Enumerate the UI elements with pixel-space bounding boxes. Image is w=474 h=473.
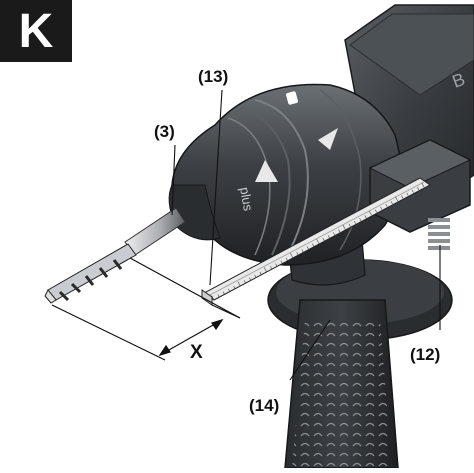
leader-lines xyxy=(171,89,441,381)
lock-mark-icon xyxy=(286,91,298,105)
scale-tick xyxy=(312,243,315,247)
dimension-x xyxy=(51,257,241,361)
arrow-side-icon xyxy=(255,160,278,182)
scale-tick xyxy=(348,223,351,227)
scale-tick xyxy=(211,295,215,301)
drill-bit xyxy=(44,207,186,304)
scale-tick xyxy=(368,210,372,216)
leader-handle xyxy=(289,319,331,381)
chuck-nose xyxy=(168,184,221,241)
scale-tick xyxy=(385,203,388,207)
scale-tick xyxy=(306,246,309,250)
figure-letter-badge: K xyxy=(0,0,72,62)
scale-tick xyxy=(342,224,346,230)
depth-stop-clamp-top xyxy=(368,139,472,189)
leader-bit xyxy=(171,144,176,216)
callout-clamp-button: (12) xyxy=(410,345,441,364)
scale-tick xyxy=(333,232,336,236)
scale-tick xyxy=(296,252,299,255)
dimension-label-x: X xyxy=(190,342,203,363)
scale-tick xyxy=(259,271,262,275)
scale-tick xyxy=(380,206,383,210)
callout-depth-stop: (13) xyxy=(198,67,229,86)
scale-tick xyxy=(280,260,283,264)
arrow-up-icon xyxy=(318,128,338,150)
scale-tick xyxy=(243,280,246,284)
scale-tick xyxy=(233,285,236,289)
depth-stop-scale xyxy=(211,182,425,301)
scale-tick xyxy=(359,218,362,222)
scale-tick xyxy=(217,294,220,298)
scale-tick xyxy=(249,277,252,281)
scale-tick xyxy=(316,238,320,244)
scale-tick xyxy=(327,235,330,238)
scale-tick xyxy=(390,201,393,205)
scale-tick xyxy=(285,257,288,261)
scale-tick xyxy=(406,192,409,196)
scale-tick xyxy=(338,229,341,233)
scale-tick xyxy=(395,196,399,202)
scale-tick xyxy=(401,195,404,199)
scale-tick xyxy=(421,182,425,188)
scale-tick xyxy=(275,263,278,267)
scale-tick xyxy=(354,220,357,224)
scale-tick xyxy=(375,209,378,213)
callout-handle-grip: (14) xyxy=(249,396,280,415)
chuck-ring-1 xyxy=(254,99,309,251)
plus-marking: plus xyxy=(237,186,256,213)
drill-bit-shank xyxy=(124,207,186,256)
leader-depth-stop xyxy=(209,89,223,286)
housing-top-panel xyxy=(349,13,474,96)
depth-stop-rod xyxy=(201,177,431,306)
clamp-button xyxy=(428,218,450,250)
scale-tick xyxy=(411,189,414,193)
scale-tick xyxy=(301,249,304,253)
scale-tick xyxy=(417,187,420,190)
scale-tick xyxy=(228,288,231,292)
scale-tick xyxy=(254,274,257,278)
handle-grip-texture xyxy=(292,320,392,468)
scale-tick xyxy=(237,281,241,287)
callout-bit: (3) xyxy=(154,122,175,141)
chuck-ring-2 xyxy=(239,107,291,256)
chuck-group: plus xyxy=(168,83,402,266)
drill-bit-tip xyxy=(44,289,57,304)
scale-tick xyxy=(322,237,325,241)
scale-tick xyxy=(270,266,273,270)
scale-tick xyxy=(290,253,294,258)
scale-tick xyxy=(222,291,225,295)
scale-tick xyxy=(364,215,367,219)
scale-tick xyxy=(263,267,267,272)
